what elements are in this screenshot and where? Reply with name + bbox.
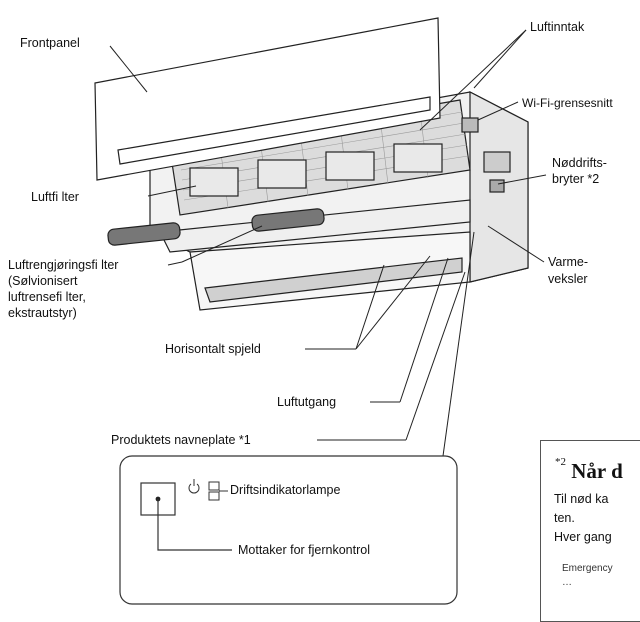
label-varme-line2: veksler <box>548 272 588 286</box>
label-luftreng-line3: luftrensefi lter, <box>8 290 86 304</box>
label-mottaker: Mottaker for fjernkontrol <box>238 543 370 557</box>
label-varme-line1: Varme- <box>548 255 589 269</box>
label-frontpanel: Frontpanel <box>20 36 80 50</box>
label-luftfilter: Luftfi lter <box>31 190 79 204</box>
footnote-title: *2 Når d <box>555 456 623 483</box>
label-luftutgang: Luftutgang <box>277 395 337 409</box>
label-nod-line2: bryter *2 <box>552 172 600 186</box>
footnote-line4: Emergency <box>562 563 613 574</box>
label-luftreng-line2: (Sølvionisert <box>8 274 78 288</box>
footnote-line2: ten. <box>554 511 575 525</box>
footnote-line1: Til nød ka <box>554 492 609 506</box>
label-nod-line1: Nøddrifts- <box>552 156 607 170</box>
label-luftreng-line1: Luftrengjøringsfi lter <box>8 258 119 272</box>
footnote-box: *2 Når d Til nød ka ten. Hver gang Emerg… <box>540 440 640 622</box>
label-luftreng-line4: ekstrautstyr) <box>8 306 77 320</box>
footnote-line3: Hver gang <box>554 530 612 544</box>
diagram: Frontpanel Luftinntak Wi-Fi-grensesnitt … <box>8 17 640 622</box>
footnote-line5: … <box>562 577 572 588</box>
label-navneplate: Produktets navneplate *1 <box>111 433 251 447</box>
ac-unit-illustration <box>107 91 529 311</box>
label-driftsindikator: Driftsindikatorlampe <box>230 483 341 497</box>
front-panel-illustration <box>94 17 441 181</box>
leader-lines <box>109 29 547 457</box>
label-horisontalt-spjeld: Horisontalt spjeld <box>165 342 261 356</box>
label-luftinntak: Luftinntak <box>530 20 585 34</box>
label-wifi: Wi-Fi-grensesnitt <box>522 96 613 110</box>
indicator-detail-box <box>119 455 458 605</box>
